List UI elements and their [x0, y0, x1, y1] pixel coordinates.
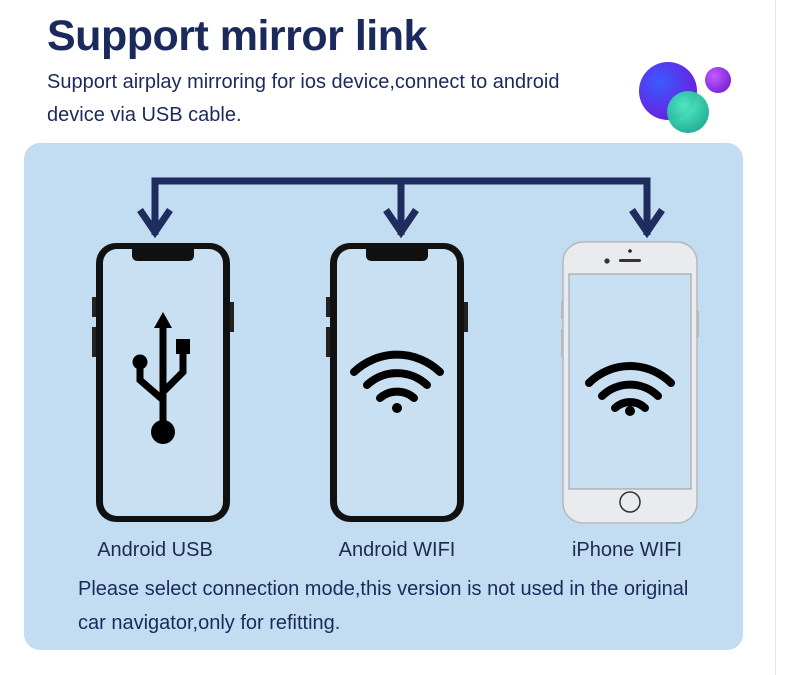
option-label-android-wifi: Android WIFI: [338, 539, 456, 561]
page-title: Support mirror link: [47, 12, 427, 60]
wifi-icon: [350, 350, 444, 402]
option-label-iphone-wifi: iPhone WIFI: [571, 539, 683, 561]
colorful-bubbles-icon: [639, 62, 731, 133]
usb-icon: [132, 312, 190, 444]
wifi-icon: [585, 362, 675, 412]
option-label-android-usb: Android USB: [97, 539, 213, 561]
page-subtitle: Support airplay mirroring for ios device…: [47, 71, 560, 126]
iphone-wifi[interactable]: [561, 241, 699, 525]
divider: [775, 0, 776, 675]
android-phone-usb[interactable]: [92, 242, 234, 524]
android-phone-wifi[interactable]: [326, 242, 468, 524]
connection-note: Please select connection mode,this versi…: [78, 578, 689, 634]
